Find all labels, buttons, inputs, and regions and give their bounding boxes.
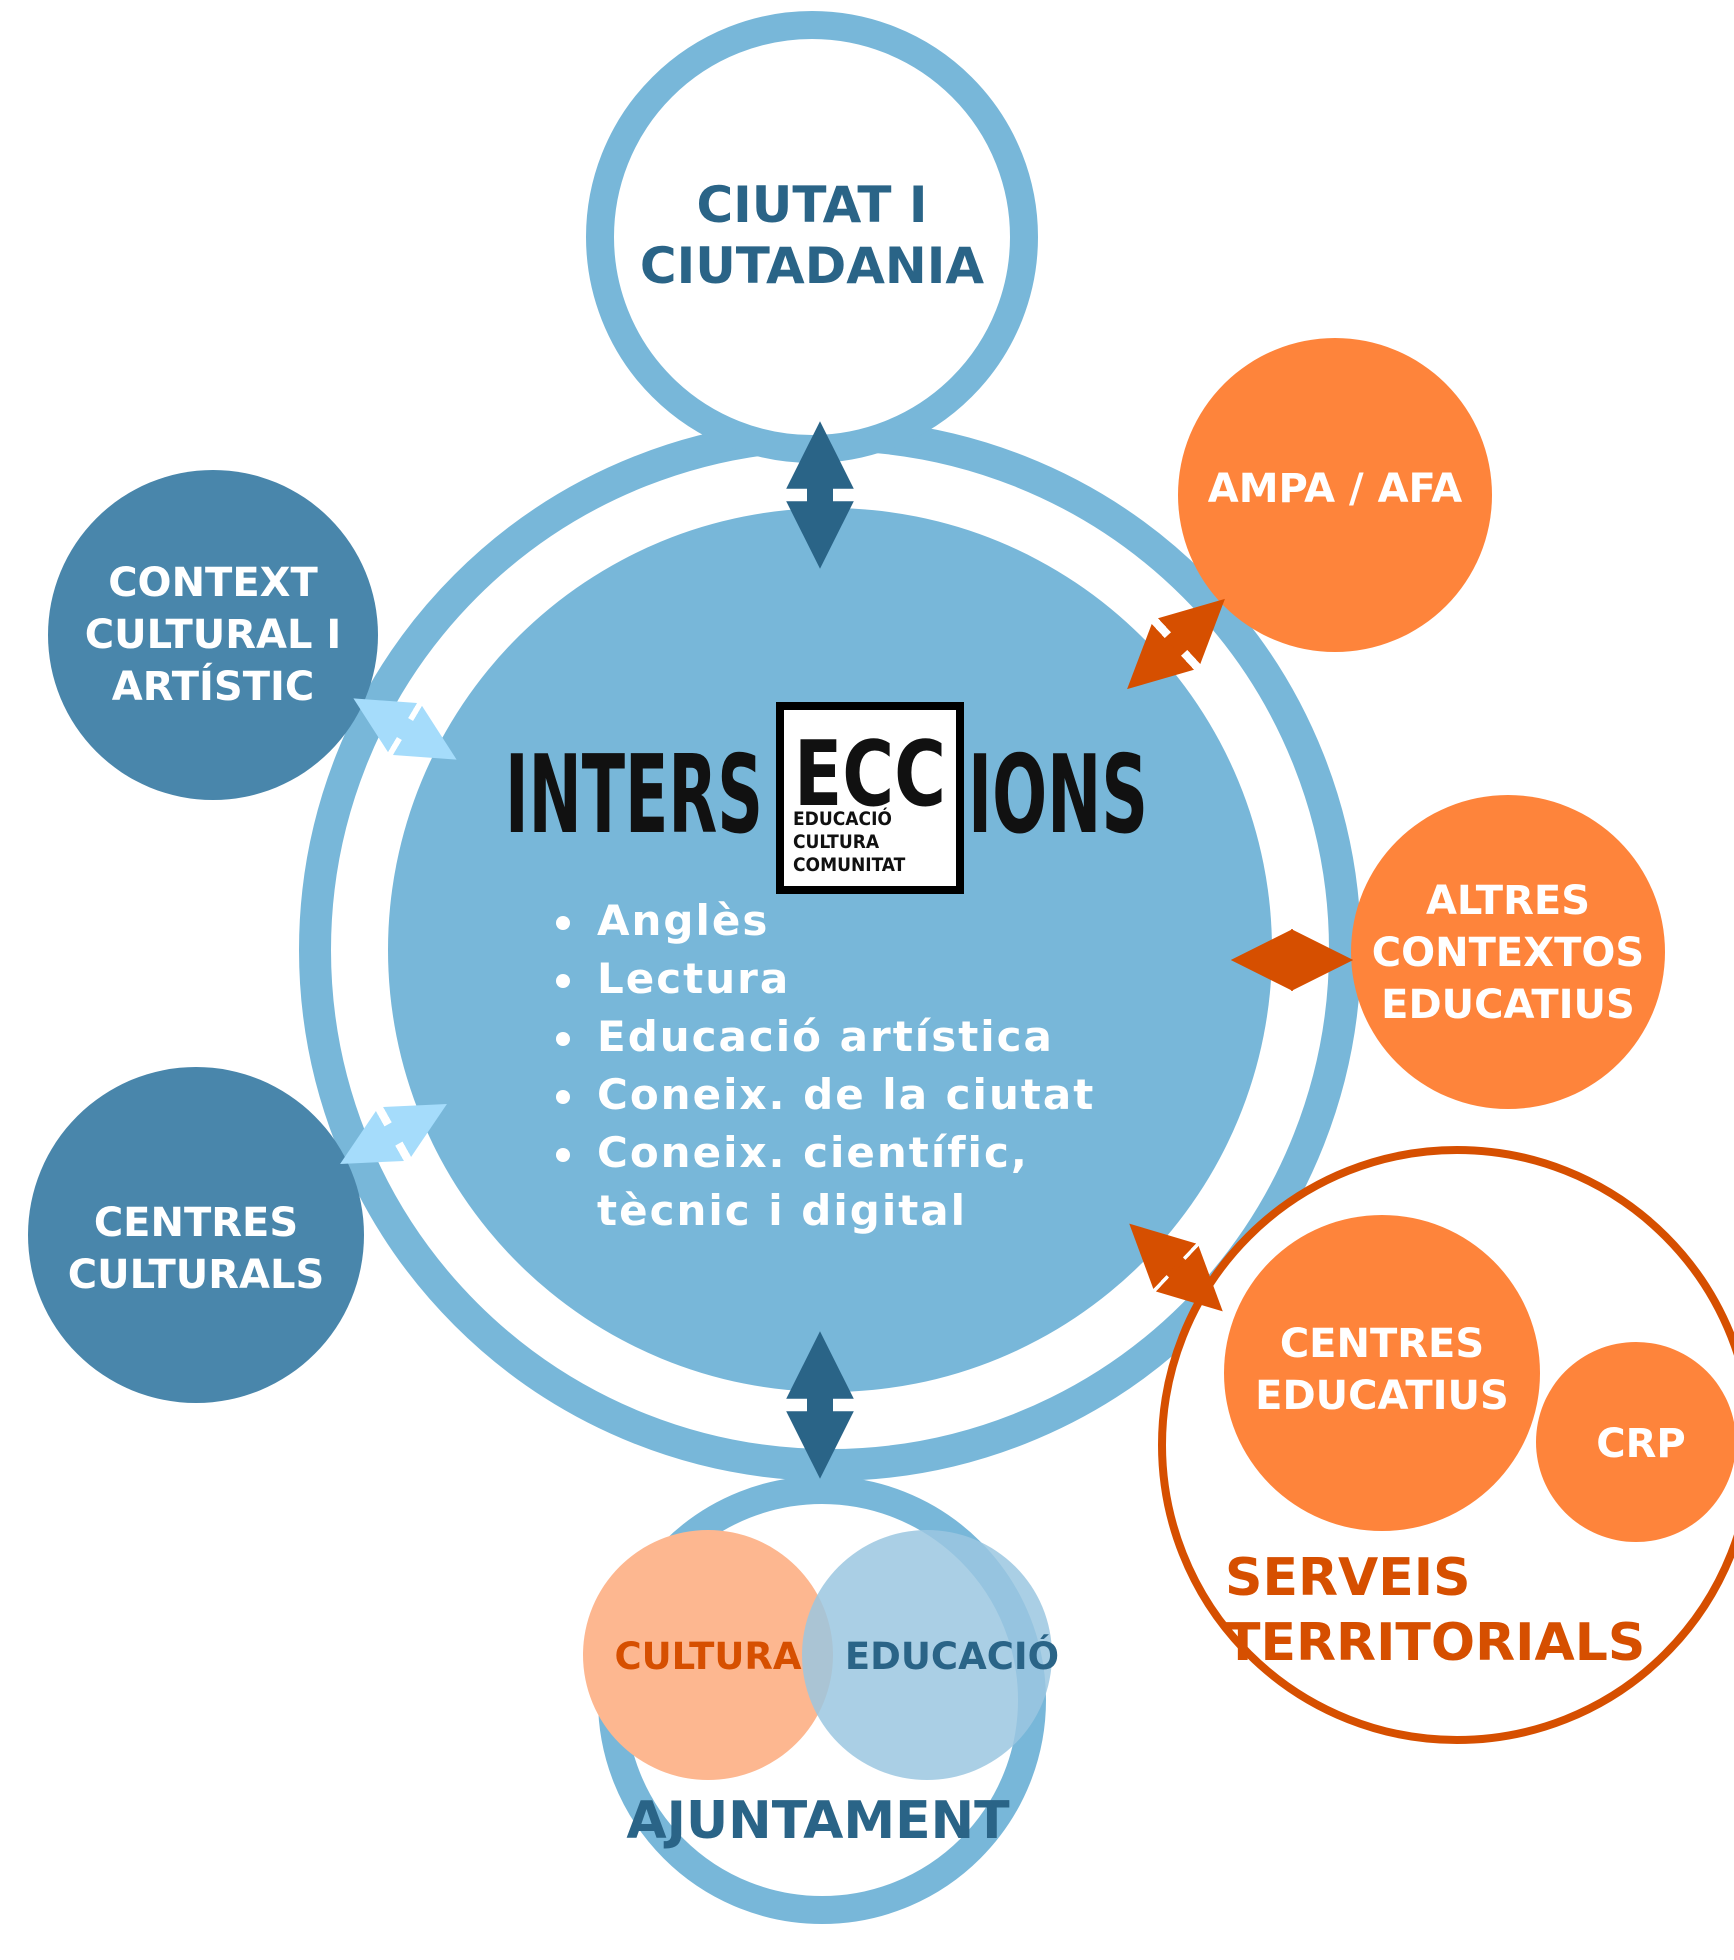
ajuntament-title: AJUNTAMENT xyxy=(626,1791,1010,1851)
ciutat-label-1: CIUTAT I xyxy=(696,176,927,234)
crp-circle xyxy=(1536,1342,1734,1542)
intersecions-logo: INTERS ECC EDUCACIÓ CULTURA COMUNITAT IO… xyxy=(505,702,1148,894)
altres-label-3: EDUCATIUS xyxy=(1381,982,1635,1028)
educacio-label: EDUCACIÓ xyxy=(845,1634,1059,1678)
logo-sub-2: CULTURA xyxy=(793,831,880,853)
serveis-title-1: SERVEIS xyxy=(1225,1548,1471,1608)
context-cultural-circle: CONTEXT CULTURAL I ARTÍSTIC xyxy=(48,470,378,800)
topic-item-continuation: tècnic i digital xyxy=(597,1186,967,1235)
centres-culturals-label-1: CENTRES xyxy=(94,1200,298,1246)
venn-educacio xyxy=(802,1530,1052,1780)
centres-educatius-label-1: CENTRES xyxy=(1280,1321,1484,1367)
cultura-label: CULTURA xyxy=(614,1635,801,1678)
altres-contextos-circle: ALTRES CONTEXTOS EDUCATIUS xyxy=(1351,795,1665,1109)
serveis-title-2: TERRITORIALS xyxy=(1225,1613,1645,1673)
topics-list: Anglès Lectura Educació artística Coneix… xyxy=(556,896,1095,1235)
arrow-centres-educatius xyxy=(1129,1223,1223,1312)
arrow-context-cultural xyxy=(353,698,457,760)
main-inner-circle xyxy=(388,508,1272,1392)
logo-sub-3: COMUNITAT xyxy=(793,854,906,876)
logo-left-text: INTERS xyxy=(505,733,763,858)
logo-right-text: IONS xyxy=(968,733,1148,858)
logo-sub-1: EDUCACIÓ xyxy=(793,806,892,830)
venn-cultura xyxy=(583,1530,833,1780)
centres-educatius-circle xyxy=(1224,1215,1540,1531)
bullet xyxy=(556,1148,570,1162)
altres-label-2: CONTEXTOS xyxy=(1372,930,1644,976)
logo-box-text: ECC xyxy=(794,722,946,827)
ajuntament-circle: CULTURA EDUCACIÓ AJUNTAMENT xyxy=(583,1476,1059,1924)
altres-label-1: ALTRES xyxy=(1426,878,1590,924)
crp-label: CRP xyxy=(1596,1421,1685,1467)
logo-box xyxy=(776,702,964,894)
serveis-territorials-group: CENTRES EDUCATIUS CRP SERVEIS TERRITORIA… xyxy=(1158,1146,1734,1744)
ciutat-label-2: CIUTADANIA xyxy=(640,237,984,295)
topic-item: Educació artística xyxy=(597,1012,1054,1061)
topic-item: Anglès xyxy=(597,896,769,945)
bullet xyxy=(556,1032,570,1046)
centres-educatius-label-2: EDUCATIUS xyxy=(1255,1373,1509,1419)
arrow-ampa xyxy=(1127,598,1225,690)
bullet xyxy=(556,916,570,930)
ciutat-circle: CIUTAT I CIUTADANIA xyxy=(586,11,1038,463)
topic-item: Coneix. de la ciutat xyxy=(597,1070,1095,1119)
arrow-centres-culturals xyxy=(340,1103,447,1165)
ampa-circle: AMPA / AFA xyxy=(1178,338,1492,652)
centres-culturals-circle: CENTRES CULTURALS xyxy=(28,1067,364,1403)
ampa-label: AMPA / AFA xyxy=(1208,466,1463,512)
topic-item: Lectura xyxy=(597,954,790,1003)
centres-culturals-label-2: CULTURALS xyxy=(68,1252,325,1298)
context-label-1: CONTEXT xyxy=(108,560,318,606)
bullet xyxy=(556,974,570,988)
topic-item: Coneix. científic, xyxy=(597,1128,1029,1177)
context-label-3: ARTÍSTIC xyxy=(112,662,314,710)
context-label-2: CULTURAL I xyxy=(85,612,342,658)
bullet xyxy=(556,1090,570,1104)
